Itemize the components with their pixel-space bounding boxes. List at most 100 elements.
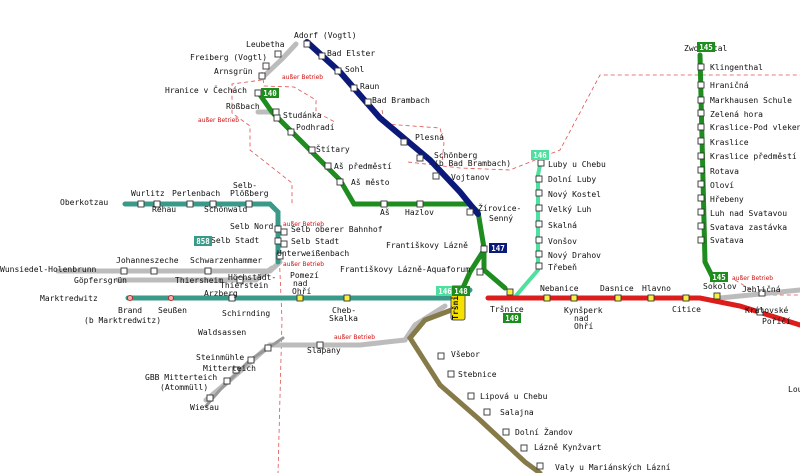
station-luby[interactable] bbox=[537, 159, 545, 167]
station-olovi[interactable] bbox=[697, 180, 705, 188]
station-label-steinmuehle: Steinmühle bbox=[196, 353, 244, 362]
station-schoenwald[interactable] bbox=[209, 200, 217, 208]
station-label-hazlov: Hazlov bbox=[405, 208, 434, 217]
station-selb-oberer[interactable] bbox=[280, 228, 288, 236]
station-label-wiesau: Wiesau bbox=[190, 403, 219, 412]
station-novy-kostel[interactable] bbox=[535, 189, 543, 197]
station-schirnding[interactable] bbox=[228, 294, 236, 302]
station-markhausen[interactable] bbox=[697, 96, 705, 104]
station-adorf[interactable] bbox=[303, 40, 311, 48]
station-zirovice[interactable] bbox=[466, 208, 474, 216]
station-as-predmesti[interactable] bbox=[324, 162, 332, 170]
station-svatava-z[interactable] bbox=[697, 222, 705, 230]
station-frant-aqua[interactable] bbox=[476, 268, 484, 276]
station-rotava[interactable] bbox=[697, 166, 705, 174]
station-kraslice[interactable] bbox=[697, 137, 705, 145]
station-plesna[interactable] bbox=[400, 138, 408, 146]
station-rossbach[interactable] bbox=[272, 108, 280, 116]
station-hazlov[interactable] bbox=[416, 200, 424, 208]
station-as-mesto[interactable] bbox=[336, 178, 344, 186]
station-wiesau[interactable] bbox=[206, 394, 214, 402]
station-salajna[interactable] bbox=[483, 408, 491, 416]
station-unterweissenbach[interactable] bbox=[276, 252, 284, 260]
station-label-thiersheim: Thiersheim bbox=[175, 276, 223, 285]
line-badge-146b: 146 bbox=[436, 286, 454, 296]
station-arnsgruen[interactable] bbox=[258, 72, 266, 80]
station-studanka[interactable] bbox=[273, 114, 281, 122]
station-label-selb-ploessberg: Selb- bbox=[233, 181, 257, 190]
station-hrebeny[interactable] bbox=[697, 194, 705, 202]
station-raun[interactable] bbox=[350, 84, 358, 92]
station-thiersheim[interactable] bbox=[236, 276, 244, 284]
station-label-citice: Citice bbox=[672, 305, 701, 314]
station-valy[interactable] bbox=[536, 462, 544, 470]
station-kraslice-pred[interactable] bbox=[697, 152, 705, 160]
station-sohl[interactable] bbox=[334, 67, 342, 75]
station-selb-stadt-l[interactable] bbox=[274, 237, 282, 245]
station-hlavno[interactable] bbox=[647, 294, 655, 302]
station-podhradi[interactable] bbox=[287, 128, 295, 136]
station-hranice[interactable] bbox=[254, 89, 262, 97]
station-lazne-kynzvart[interactable] bbox=[520, 444, 528, 452]
station-vsebor[interactable] bbox=[437, 352, 445, 360]
station-seussen[interactable] bbox=[167, 294, 175, 302]
station-velky-luh[interactable] bbox=[535, 204, 543, 212]
station-selb-stadt-r[interactable] bbox=[280, 240, 288, 248]
station-schwarzenhammer[interactable] bbox=[150, 267, 158, 275]
station-freiberg[interactable] bbox=[262, 62, 270, 70]
station-gbb[interactable] bbox=[223, 377, 231, 385]
station-stebnice[interactable] bbox=[447, 370, 455, 378]
station-brand[interactable] bbox=[126, 294, 134, 302]
station-label-arnsgruen: Arnsgrün bbox=[214, 67, 253, 76]
station-cheb-skalka[interactable] bbox=[343, 294, 351, 302]
station-vonsov[interactable] bbox=[535, 236, 543, 244]
station-kynsperk[interactable] bbox=[570, 294, 578, 302]
station-bad-brambach[interactable] bbox=[364, 98, 372, 106]
station-trebien[interactable] bbox=[535, 262, 543, 270]
station-jehlicna[interactable] bbox=[758, 289, 766, 297]
station-vojtanov[interactable] bbox=[432, 172, 440, 180]
station-zelena-hora[interactable] bbox=[697, 109, 705, 117]
station-svatava[interactable] bbox=[697, 236, 705, 244]
station-goepfersgruen[interactable] bbox=[204, 267, 212, 275]
station-leubetha[interactable] bbox=[274, 50, 282, 58]
station-dolni-zandov[interactable] bbox=[502, 428, 510, 436]
station-nebanice[interactable] bbox=[543, 294, 551, 302]
station-dasnice[interactable] bbox=[614, 294, 622, 302]
station-johanneszeche[interactable] bbox=[120, 267, 128, 275]
station-dolni-luby[interactable] bbox=[535, 175, 543, 183]
station-lipova[interactable] bbox=[467, 392, 475, 400]
station-steinmuehle[interactable] bbox=[247, 356, 255, 364]
station-novy-drahov[interactable] bbox=[535, 250, 543, 258]
station-label-pomezi: Pomezí bbox=[290, 271, 319, 280]
station-frant-lazne[interactable] bbox=[480, 245, 488, 253]
station-hranicna[interactable] bbox=[697, 81, 705, 89]
station-klingenthal[interactable] bbox=[697, 63, 705, 71]
station-rehau[interactable] bbox=[153, 200, 161, 208]
station-pomezi[interactable] bbox=[296, 294, 304, 302]
station-slapany[interactable] bbox=[316, 341, 324, 349]
station-trsnice[interactable] bbox=[506, 288, 514, 296]
station-bad-elster[interactable] bbox=[318, 52, 326, 60]
station-perlenbach[interactable] bbox=[186, 200, 194, 208]
station-sokolov[interactable] bbox=[713, 292, 721, 300]
station-selb-nord[interactable] bbox=[274, 225, 282, 233]
station-citice[interactable] bbox=[682, 294, 690, 302]
station-waldsassen[interactable] bbox=[264, 344, 272, 352]
station-label-rotava: Rotava bbox=[710, 167, 739, 176]
station-as[interactable] bbox=[380, 200, 388, 208]
station-skalna[interactable] bbox=[535, 220, 543, 228]
line-badge-bg bbox=[710, 272, 728, 282]
station-wurlitz[interactable] bbox=[137, 200, 145, 208]
station-kralovske[interactable] bbox=[756, 308, 764, 316]
station-label-velky-luh: Velký Luh bbox=[548, 205, 592, 214]
station-selb-ploessberg[interactable] bbox=[245, 200, 253, 208]
station-luh[interactable] bbox=[697, 208, 705, 216]
station-schoenberg[interactable] bbox=[416, 154, 424, 162]
station-stitary[interactable] bbox=[308, 146, 316, 154]
station-kraslice-pod[interactable] bbox=[697, 123, 705, 131]
station-mitterteich[interactable] bbox=[232, 366, 240, 374]
